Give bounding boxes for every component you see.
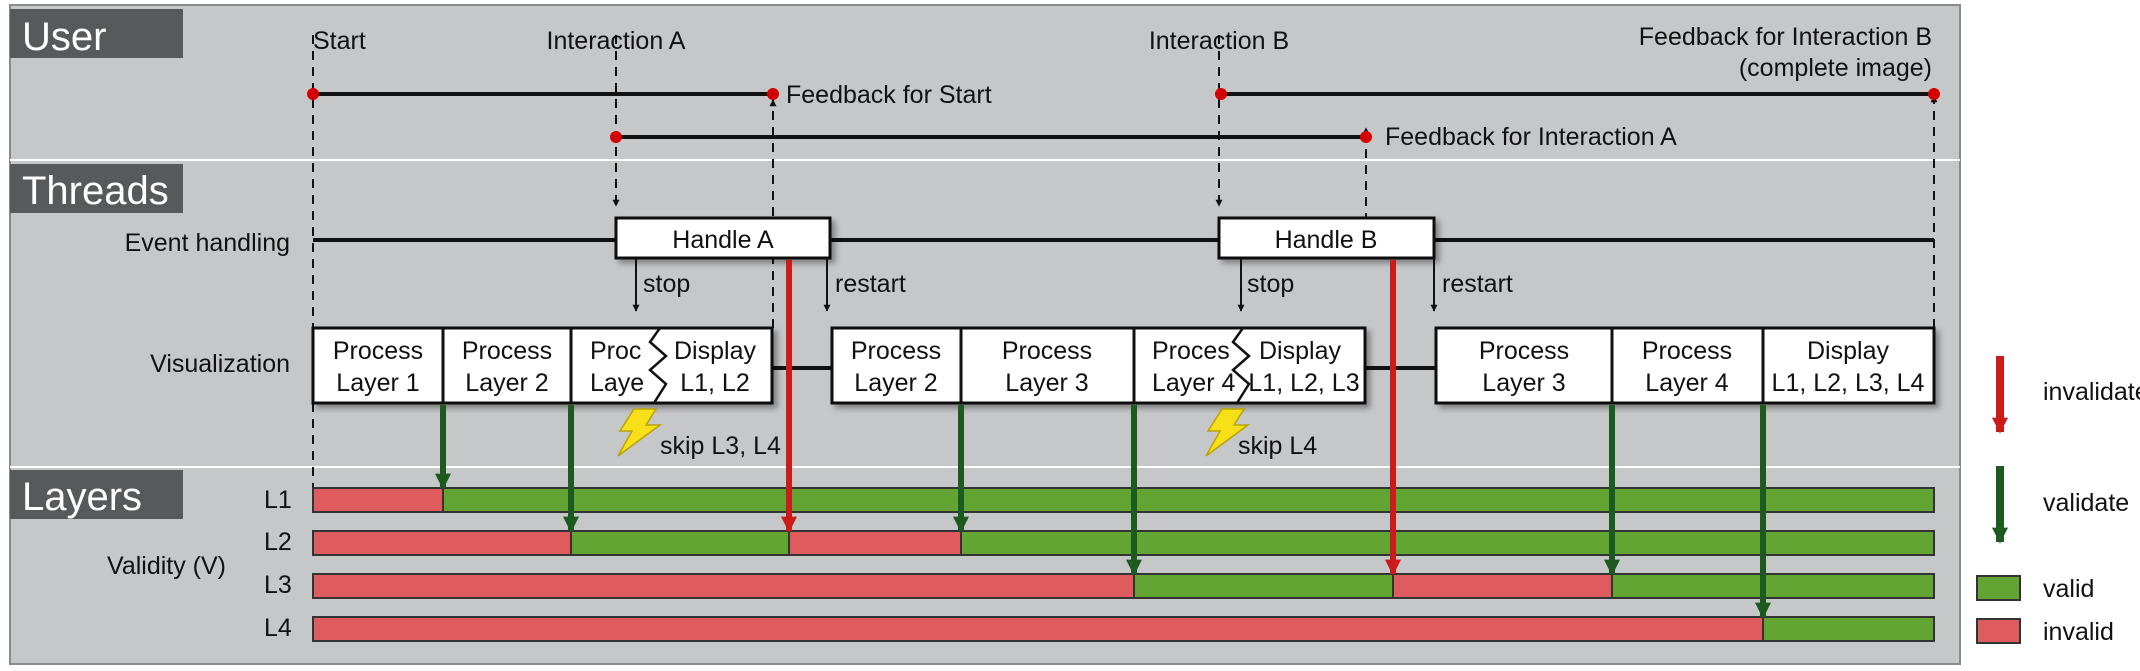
- layer-label-l3: L3: [264, 571, 292, 599]
- interrupt-zigzag-2: [1231, 327, 1251, 404]
- handle-b-box: [1217, 216, 1436, 260]
- vis-frame-3: [1434, 326, 1936, 405]
- vis-box-9-line1: Process: [1479, 337, 1569, 365]
- layer-l1-valid-segment: [442, 487, 1935, 513]
- layer-l2-valid-segment: [570, 530, 790, 556]
- legend-invalid-swatch: [1976, 618, 2021, 644]
- layer-bars: [312, 487, 1935, 642]
- dot-feedback-a: [1360, 131, 1372, 143]
- threads-panel: [9, 159, 1961, 468]
- label-start: Start: [313, 27, 366, 55]
- label-visualization: Visualization: [150, 350, 290, 378]
- visualization-group-1: Process Layer 1 Process Layer 2 Proc Lay…: [311, 326, 774, 405]
- layer-label-l1: L1: [264, 486, 292, 514]
- invalidate-arrows: [781, 260, 1401, 576]
- label-feedback-b-line2: (complete image): [1739, 54, 1932, 82]
- layer-l2-invalid-segment: [788, 530, 962, 556]
- vis-box-6-line2: Layer 3: [1005, 369, 1088, 397]
- label-skip-1: skip L3, L4: [660, 432, 781, 460]
- layer-l3-valid-segment: [1611, 573, 1935, 599]
- vis-box-11-line1: Display: [1807, 337, 1889, 365]
- label-event-handling: Event handling: [125, 229, 290, 257]
- handle-b-label: Handle B: [1275, 226, 1378, 254]
- validate-arrows: [435, 405, 1771, 619]
- handle-a-box: [614, 216, 832, 260]
- layer-label-l4: L4: [264, 614, 292, 642]
- vis-box-7-line2: Layer 4: [1152, 369, 1235, 397]
- vis-box-1-line1: Process: [333, 337, 423, 365]
- layer-l2-valid-segment: [960, 530, 1935, 556]
- layer-l3-invalid-segment: [1392, 573, 1613, 599]
- vis-box-8-line2: L1, L2, L3: [1248, 369, 1359, 397]
- handle-a: Handle A: [614, 216, 832, 260]
- handle-b: Handle B: [1217, 216, 1436, 260]
- label-restart-1: restart: [835, 270, 906, 298]
- layer-label-l2: L2: [264, 528, 292, 556]
- label-feedback-a: Feedback for Interaction A: [1385, 123, 1677, 151]
- layer-l4-invalid-segment: [312, 616, 1764, 642]
- vis-box-10-line2: Layer 4: [1645, 369, 1728, 397]
- lightning-icon: [617, 408, 663, 457]
- label-interaction-a: Interaction A: [547, 27, 686, 55]
- vis-box-2-line1: Process: [462, 337, 552, 365]
- vis-box-7-line1: Proces: [1152, 337, 1230, 365]
- legend: invalidate validate valid invalid: [1976, 356, 2140, 646]
- user-header-tab: [10, 9, 183, 58]
- interrupt-zigzag-1: [648, 327, 668, 404]
- layer-l3-invalid-segment: [312, 573, 1135, 599]
- vis-frame-2: [830, 326, 1367, 405]
- label-stop-1: stop: [643, 270, 690, 298]
- vis-box-1-line2: Layer 1: [336, 369, 419, 397]
- dot-feedback-b: [1928, 88, 1940, 100]
- label-skip-2: skip L4: [1238, 432, 1317, 460]
- dot-feedback-start: [767, 88, 779, 100]
- vis-box-3-line2: Laye: [590, 369, 644, 397]
- vis-box-9-line2: Layer 3: [1482, 369, 1565, 397]
- vis-frame-1: [311, 326, 774, 405]
- vis-box-4-line1: Display: [674, 337, 756, 365]
- layer-l2-invalid-segment: [312, 530, 572, 556]
- vis-box-4-line2: L1, L2: [680, 369, 750, 397]
- vis-box-2-line2: Layer 2: [465, 369, 548, 397]
- dot-interaction-b: [1215, 88, 1227, 100]
- visualization-group-3: Process Layer 3 Process Layer 4 Display …: [1434, 326, 1936, 405]
- layer-l1-invalid-segment: [312, 487, 444, 513]
- vis-box-3-line1: Proc: [590, 337, 641, 365]
- threads-header-tab: [10, 164, 183, 213]
- layers-header-tab: [10, 470, 183, 519]
- layers-header: Layers: [22, 475, 142, 519]
- label-feedback-b-line1: Feedback for Interaction B: [1639, 23, 1932, 51]
- layer-l3-valid-segment: [1133, 573, 1394, 599]
- vis-box-5-line1: Process: [851, 337, 941, 365]
- legend-validate-label: validate: [2043, 489, 2129, 517]
- threads-header: Threads: [22, 169, 169, 213]
- dot-interaction-a: [610, 131, 622, 143]
- label-stop-2: stop: [1247, 270, 1294, 298]
- visualization-group-2: Process Layer 2 Process Layer 3 Proces L…: [830, 326, 1367, 405]
- legend-invalidate-label: invalidate: [2043, 378, 2140, 406]
- label-validity: Validity (V): [107, 552, 226, 580]
- user-header: User: [22, 15, 106, 59]
- legend-invalid-label: invalid: [2043, 618, 2114, 646]
- vis-box-5-line2: Layer 2: [854, 369, 937, 397]
- lightning-icon: [1205, 408, 1251, 457]
- vis-box-8-line1: Display: [1259, 337, 1341, 365]
- legend-valid-label: valid: [2043, 575, 2094, 603]
- vis-box-11-line2: L1, L2, L3, L4: [1772, 369, 1925, 397]
- user-dots: [307, 88, 1940, 143]
- label-interaction-b: Interaction B: [1149, 27, 1289, 55]
- user-timelines: [313, 92, 1934, 139]
- layer-l4-valid-segment: [1762, 616, 1935, 642]
- handle-a-label: Handle A: [672, 226, 774, 254]
- label-restart-2: restart: [1442, 270, 1513, 298]
- legend-valid-swatch: [1976, 575, 2021, 601]
- dot-start: [307, 88, 319, 100]
- label-feedback-start: Feedback for Start: [786, 81, 992, 109]
- vis-box-10-line1: Process: [1642, 337, 1732, 365]
- user-panel: [9, 4, 1961, 161]
- vis-box-6-line1: Process: [1002, 337, 1092, 365]
- control-arrows: [632, 258, 1438, 312]
